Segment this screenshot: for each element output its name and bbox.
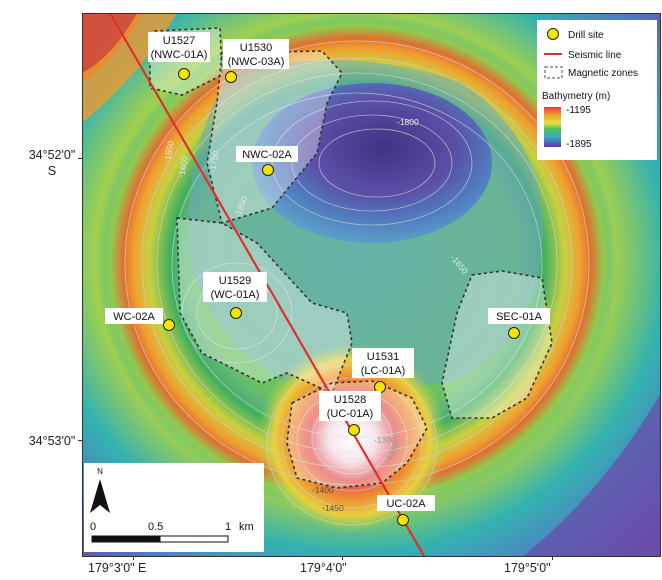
drill-site-u1529-label-1: U1529 [219,275,251,287]
drill-site-wc02a-label: WC-02A [113,311,155,323]
drill-site-u1531-marker [374,381,386,393]
north-arrow-icon [90,479,110,513]
scale-label-1: 1 [225,521,231,533]
x-tick-1 [133,556,134,560]
magnetic-zone-west [176,217,353,395]
legend-bathymetry-ramp [544,107,561,147]
north-arrow-label: N [97,467,103,476]
contour-label: -1550 [162,140,176,163]
drill-site-uc02a-label: UC-02A [386,498,426,510]
scale-label-km: km [239,521,254,533]
y-tick-1 [78,158,82,159]
legend-drill-site-icon [547,28,559,40]
contour-label: -1400 [312,485,334,495]
drill-site-u1530-label-1: U1530 [240,42,272,54]
legend-bathy-min: -1895 [566,139,592,150]
drill-site-u1529-label-2: (WC-01A) [211,289,260,301]
legend-magnetic-zones-label: Magnetic zones [568,68,638,79]
y-tick-label-2: 34°53'0" [28,434,76,448]
drill-site-u1530-marker [225,71,237,83]
drill-site-u1530-label-2: (NWC-03A) [228,56,285,68]
contour-label: -1600 [176,155,190,178]
x-tick-label-3: 179°5'0" [504,561,551,575]
legend-bathymetry-title: Bathymetry (m) [542,91,610,102]
contour-label: -1800 [397,117,419,127]
x-tick-3 [552,556,553,560]
drill-site-nwc02a-marker [262,164,274,176]
magnetic-zone-north [206,50,343,225]
drill-site-u1527-marker [178,68,190,80]
scale-bar-white [159,535,229,543]
scale-label-0: 0 [90,521,96,533]
x-tick-label-2: 179°4'0" [300,561,347,575]
drill-site-u1531-label-1: U1531 [367,351,399,363]
drill-site-u1529-marker [230,307,242,319]
y-tick-label-1: 34°52'0" S [28,148,76,178]
x-tick-2 [342,556,343,560]
contour-label: -1450 [322,503,344,513]
drill-site-sec01a-marker [508,327,520,339]
y-tick-2 [78,440,82,441]
x-tick-label-1: 179°3'0" E [88,561,147,575]
scale-bar-black [91,535,161,543]
magnetic-zone-east [441,270,553,419]
legend-bathy-max: -1195 [566,105,591,116]
bathymetry-map: -1550 -1600 -1750 -1800 -1850 -1650 -130… [82,13,661,557]
drill-site-uc02a-marker [397,514,409,526]
drill-site-wc02a-marker [163,319,175,331]
drill-site-u1528-marker [348,424,360,436]
legend-seismic-line-label: Seismic line [568,50,622,61]
legend-drill-site-label: Drill site [568,30,604,41]
legend-magnetic-zones-icon [544,66,563,79]
drill-site-u1527-label-2: (NWC-01A) [151,49,208,61]
contour-label: -1300 [374,435,396,445]
drill-site-u1527-label-1: U1527 [163,35,195,47]
drill-site-u1531-label-2: (LC-01A) [361,365,406,377]
scale-bar-panel: N 0 0.5 1 km [84,463,264,552]
scale-label-half: 0.5 [148,521,163,533]
drill-site-nwc02a-label: NWC-02A [242,149,292,161]
contour-label: -1750 [207,150,221,173]
legend: Drill site Seismic line Magnetic zones B… [537,20,657,160]
drill-site-sec01a-label: SEC-01A [496,311,543,323]
drill-site-u1528-label-2: (UC-01A) [327,408,373,420]
drill-site-u1528-label-1: U1528 [334,394,366,406]
